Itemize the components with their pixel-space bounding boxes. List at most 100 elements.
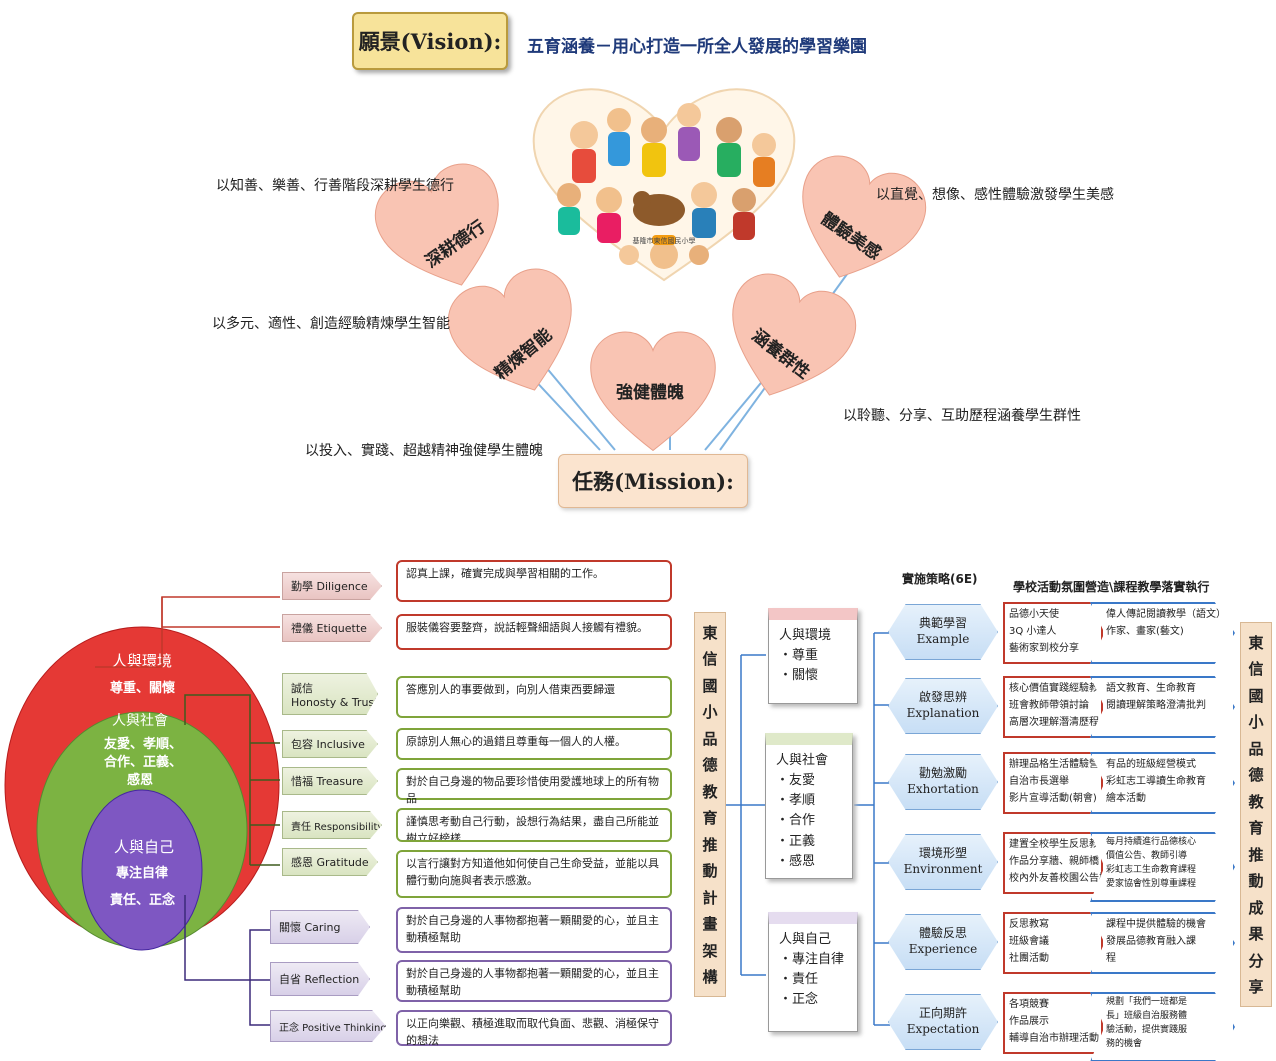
card-environment-title: 人與環境 [779,628,832,643]
curriculum-item: 閱讀理解策略澄清批判 [1106,700,1206,711]
left-vertical-title-char: 育 [702,809,718,828]
nested-circles [4,626,280,951]
card-connectors [726,654,874,976]
strategy-zh: 環境形塑 [918,846,967,861]
circle-inner-text2: 責任、正念 [110,893,176,908]
curriculum-item: 語文教育、生命教育 [1106,683,1196,694]
right-vertical-title-char: 德 [1248,766,1264,785]
activity-item: 作品展示 [1009,1016,1049,1027]
activity-item: 作品分享牆、親師橋 [1009,856,1099,867]
strategy-en: Experience [908,942,978,956]
vision-statement: 五育涵養－用心打造一所全人發展的學習樂園 [527,37,867,57]
left-vertical-title-char: 推 [702,835,718,854]
activities-header: 學校活動氛圍營造\課程教學落實執行 [1013,580,1210,594]
strategy-en: Environment [903,862,983,876]
activity-item: 辦理品格生活體驗營 [1009,759,1099,770]
activity-item: 品德小天使 [1009,609,1059,620]
caption-intellect: 以多元、適性、創造經驗精煉學生智能 [212,316,450,332]
left-vertical-title-char: 動 [702,862,718,881]
activity-item: 自治市長選舉 [1009,776,1069,787]
curriculum-item: 每月持續進行品德核心 [1106,837,1197,847]
activity-item: 建置全校學生反思教寫 [1009,839,1103,850]
curriculum-item: 規劃「我們一班都是 [1106,997,1188,1007]
heart-moral [374,163,499,286]
circle-middle-text1: 友愛、孝順、 [104,737,183,752]
card-environment: 人與環境 ・尊重 ・關懷 [768,608,858,704]
right-vertical-title-char: 成 [1248,898,1264,917]
right-vertical-title-char: 育 [1248,819,1264,838]
value-desc-reflection: 對於自己身邊的人事物都抱著一顆關愛的心，並且主動積極幫助 [396,960,672,1002]
strategy-zh: 勸勉激勵 [918,766,967,781]
activity-item: 社團活動 [1009,953,1049,964]
value-tag-caring: 關懷 Caring [270,910,370,944]
value-tag-treasure: 惜福 Treasure [282,767,378,795]
heart-physical [590,331,716,452]
value-desc-inclusive: 原諒別人無心的過錯且尊重每一個人的人權。 [396,728,672,760]
curriculum-item: 驗活動，提供實踐服 [1106,1024,1188,1035]
card-self-item: ・責任 [779,972,819,988]
activity-item: 反思教寫 [1009,919,1049,930]
heart-aesthetic [802,155,927,278]
curriculum-item: 偉人傳記閱讀教學（語文） [1106,609,1226,620]
activity-item: 藝術家到校分享 [1009,643,1079,654]
curriculum-item: 價值公告、教師引導 [1106,850,1188,861]
strategy-en: Example [916,632,970,646]
left-vertical-title-char: 計 [702,888,718,907]
mission-label-box: 任務(Mission): [558,454,748,508]
left-vertical-title-char: 信 [702,650,718,669]
curriculum-item: 課程中提供體驗的機會 [1106,919,1206,930]
activity-item: 校內外友善校園公告欄 [1009,873,1103,884]
card-society-item: ・友愛 [776,773,816,789]
curriculum-item: 作家、畫家(藝文) [1106,626,1184,637]
strategy-curriculum-example: 偉人傳記閱讀教學（語文） 作家、畫家(藝文) [1090,602,1235,664]
card-society: 人與社會 ・友愛 ・孝順 ・合作 ・正義 ・感恩 [765,733,853,879]
caption-physical: 以投入、實踐、超越精神強健學生體魄 [305,443,543,459]
children-heart-illustration: 基隆市東信國民小學 [532,88,796,282]
card-self: 人與自己 ・專注自律 ・責任 ・正念 [768,912,858,1032]
curriculum-item: 愛家協會性別尊重課程 [1106,878,1197,889]
vision-label-box: 願景(Vision): [352,12,508,70]
value-tag-honesty: 誠信 Honosty & Trust [282,673,378,715]
value-tag-honesty-zh: 誠信 [291,681,313,695]
left-vertical-title-char: 德 [702,756,718,775]
left-vertical-title: 東信國小品德教育推動計畫架構 [694,612,726,997]
value-desc-treasure: 對於自己身邊的物品要珍惜使用愛護地球上的所有物品 [396,768,672,805]
value-desc-caring: 對於自己身邊的人事物都抱著一顆關愛的心，並且主動積極幫助 [396,907,672,953]
value-tag-positive: 正念 Positive Thinking [270,1010,386,1042]
value-desc-gratitude: 以言行讓對方知道他如何使自己生命受益，並能以具體行動向施與者表示感激。 [396,850,672,898]
vision-label: 願景(Vision): [358,29,502,54]
heart-label-physical: 強健體魄 [616,383,684,403]
school-logo-text: 基隆市東信國民小學 [633,236,696,245]
value-desc-positive: 以正向樂觀、積極進取而取代負面、悲觀、消極保守的想法 [396,1010,672,1047]
curriculum-item: 程 [1106,953,1116,964]
right-vertical-title-char: 動 [1248,872,1264,891]
value-desc-diligence: 認真上課，確實完成與學習相關的工作。 [396,560,672,602]
activity-item: 3Q 小達人 [1009,626,1057,637]
card-environment-item: ・關懷 [779,668,819,684]
card-society-item: ・合作 [776,813,816,829]
mission-label: 任務(Mission): [572,469,734,494]
strategy-zh: 啟發思辨 [918,690,967,705]
left-vertical-title-char: 教 [702,782,718,801]
activity-item: 核心價值實踐經驗教寫 [1009,683,1103,694]
right-vertical-title-char: 教 [1248,792,1264,811]
value-tag-honesty-en: Honosty & Trust [291,695,379,709]
strategy-header: 實施策略(6E) [902,572,978,586]
strategy-zh: 正向期許 [918,1006,967,1021]
curriculum-item: 有品的班級經營模式 [1106,759,1196,770]
strategy-curriculum-expectation: 規劃「我們一班都是長」班級自治服務體驗活動，提供實踐服務的機會 [1090,992,1235,1061]
activity-item: 高層次理解潛清歷程 [1009,717,1099,728]
heart-social [732,273,857,396]
strategy-curriculum-explanation: 語文教育、生命教育閱讀理解策略澄清批判 [1090,676,1235,738]
curriculum-item: 彩虹志工導讀生命教育 [1106,776,1206,787]
caption-moral: 以知善、樂善、行善階段深耕學生德行 [216,178,454,194]
card-self-item: ・正念 [779,992,819,1008]
strategy-zh: 典範學習 [918,616,967,631]
strategy-en: Explanation [906,706,980,720]
circle-middle-text2: 合作、正義、 [104,755,183,770]
curriculum-item: 務的機會 [1106,1038,1143,1049]
strategy-en: Exhortation [907,782,979,796]
value-desc-responsibility: 謹慎思考動自己行動，設想行為結果，盡自己所能並樹立好榜樣 [396,808,672,842]
